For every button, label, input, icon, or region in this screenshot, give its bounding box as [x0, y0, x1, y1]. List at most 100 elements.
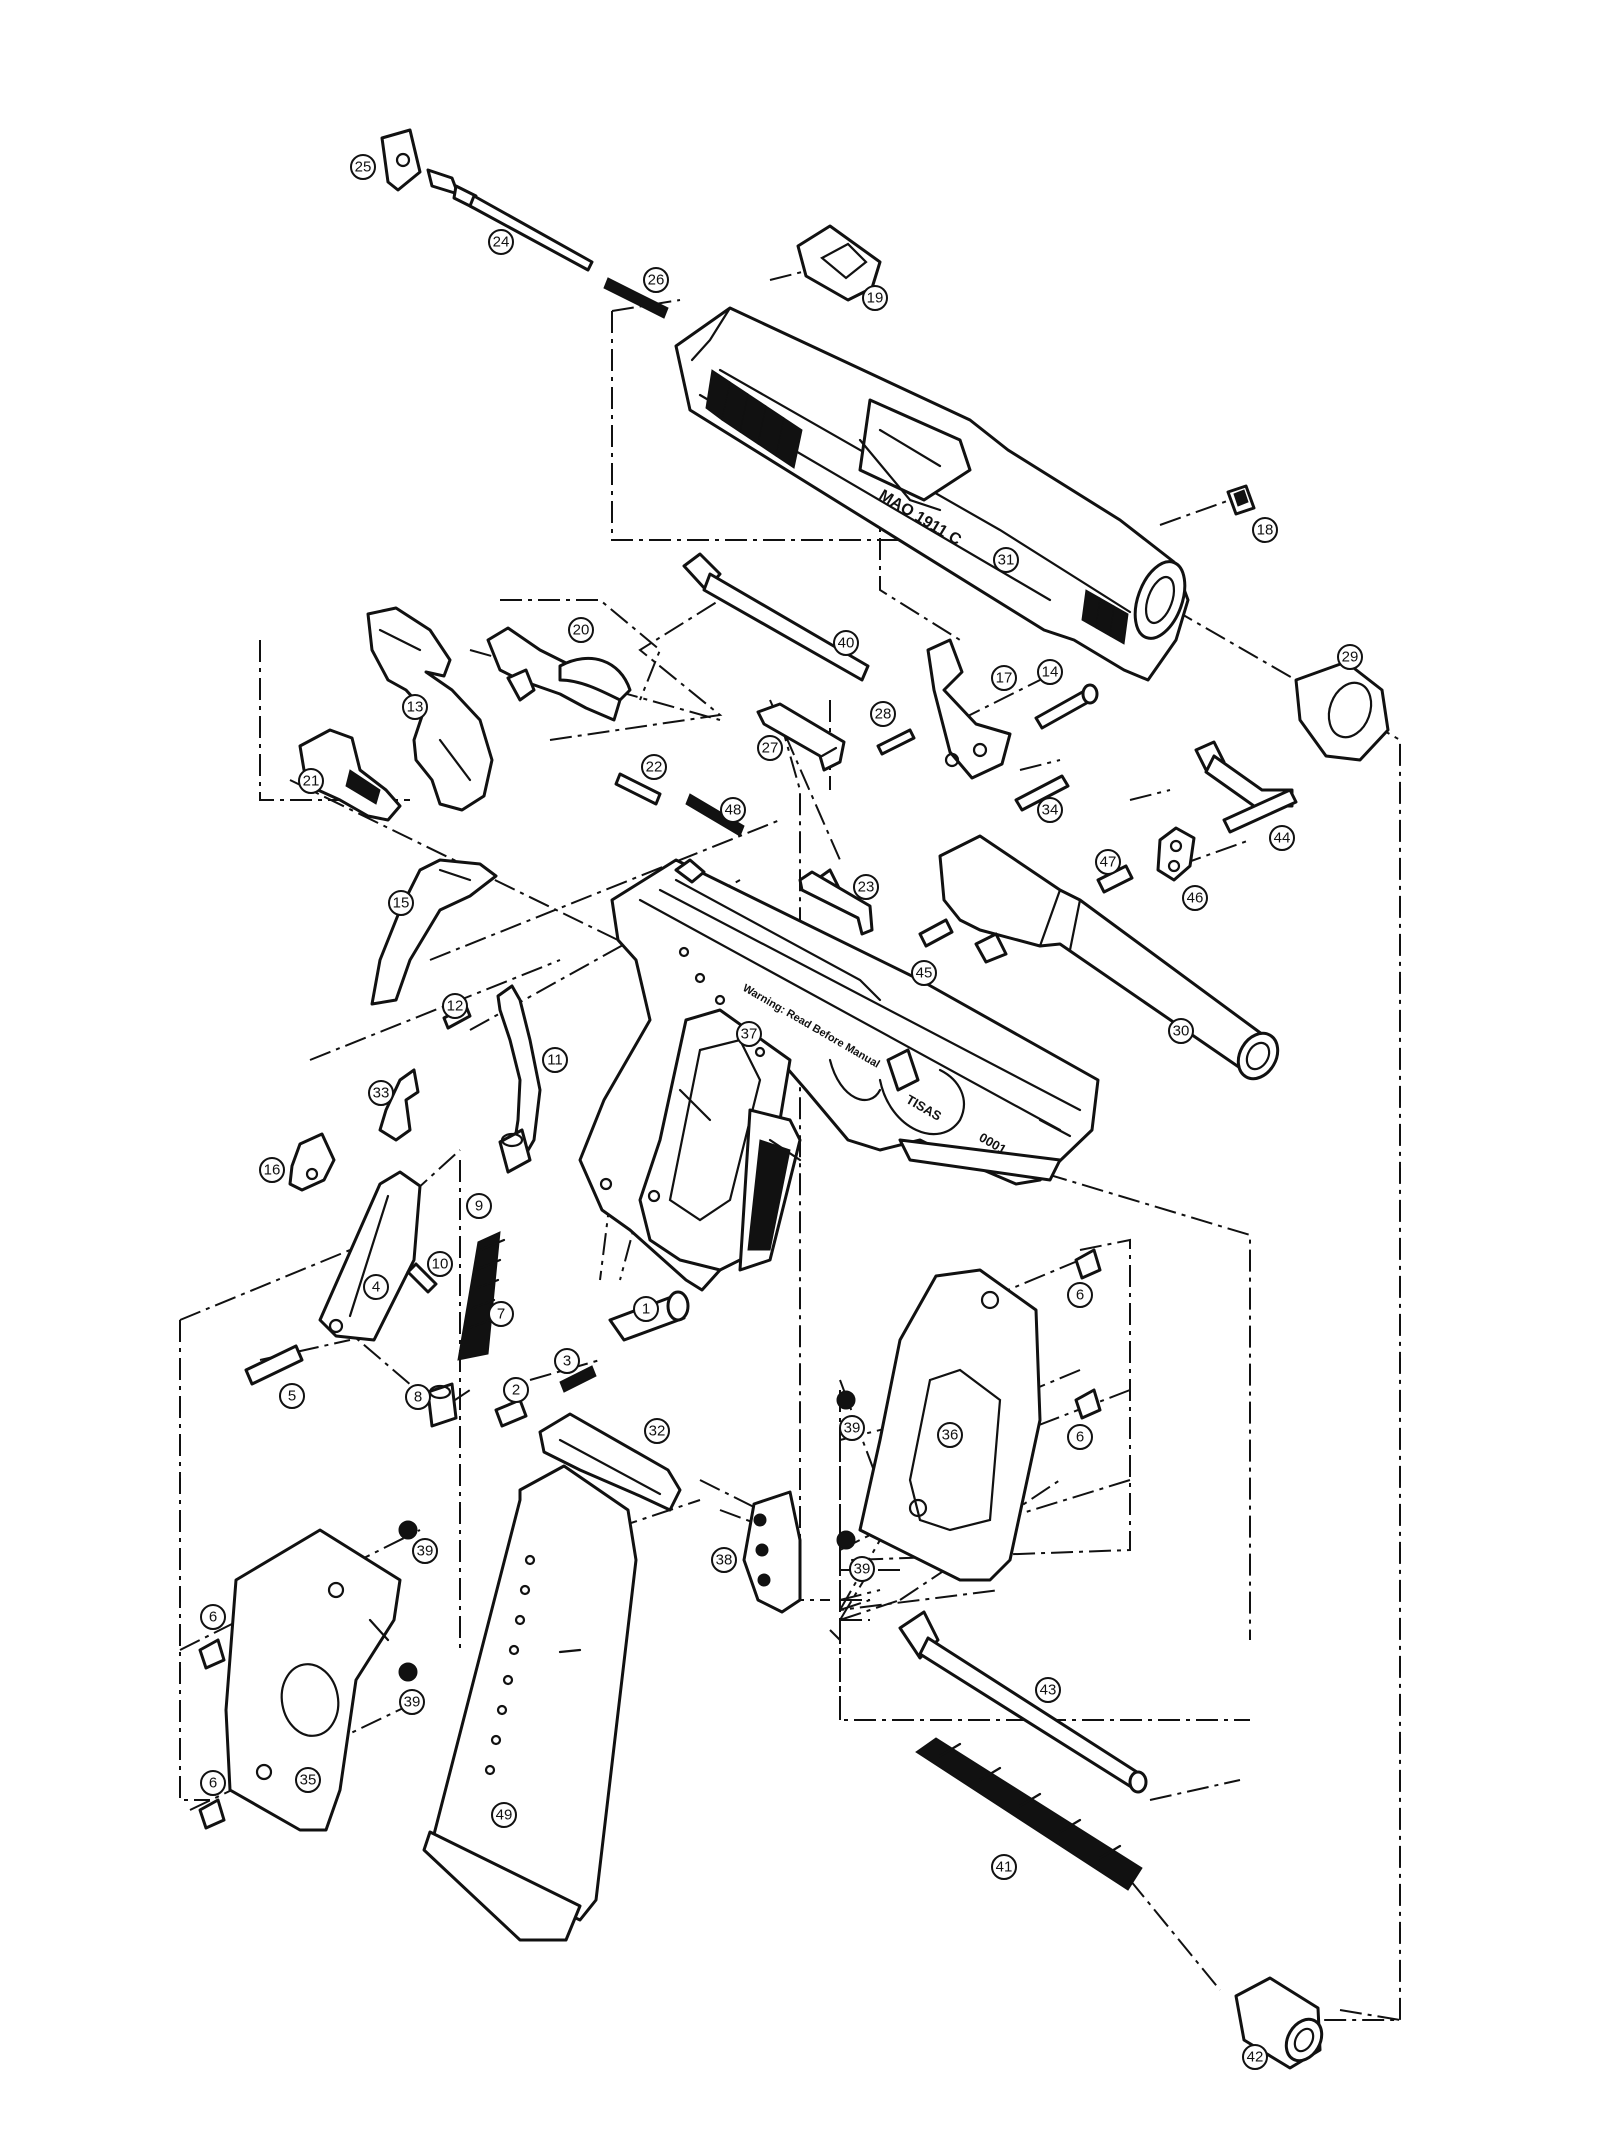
svg-text:17: 17	[996, 670, 1013, 687]
svg-text:29: 29	[1342, 649, 1359, 666]
svg-text:37: 37	[741, 1026, 758, 1043]
part-8-mainspring-cap	[426, 1382, 458, 1428]
callout-23: 23	[853, 874, 879, 900]
callout-26: 26	[643, 267, 669, 293]
callout-45: 45	[911, 960, 937, 986]
part-15-sear-spring	[370, 858, 498, 1006]
callout-6a: 6	[200, 1604, 226, 1630]
svg-text:39: 39	[854, 1561, 871, 1578]
callout-35: 35	[295, 1767, 321, 1793]
part-10-pin	[406, 1262, 438, 1294]
svg-text:24: 24	[493, 234, 510, 251]
part-44-link-pin	[1194, 740, 1298, 834]
part-14-pin	[1034, 683, 1099, 730]
part-24-firing-pin	[426, 168, 594, 272]
callout-44: 44	[1269, 825, 1295, 851]
svg-text:35: 35	[300, 1772, 317, 1789]
svg-text:15: 15	[393, 895, 410, 912]
part-31-slide: MAO 1911 C	[674, 306, 1190, 682]
svg-text:20: 20	[573, 622, 590, 639]
slide-rear-serrations	[705, 369, 803, 469]
svg-text:2: 2	[512, 1382, 520, 1399]
part-26-firing-pin-spring	[603, 277, 669, 319]
part-29-barrel-bushing	[1294, 660, 1390, 762]
callout-5: 5	[279, 1383, 305, 1409]
callout-28: 28	[870, 701, 896, 727]
callout-40: 40	[833, 630, 859, 656]
callout-39d: 39	[849, 1556, 875, 1582]
svg-text:39: 39	[844, 1420, 861, 1437]
callout-6d: 6	[1067, 1424, 1093, 1450]
svg-text:5: 5	[288, 1388, 296, 1405]
part-40-extractor	[682, 552, 870, 682]
svg-text:41: 41	[996, 1859, 1013, 1876]
callout-47: 47	[1095, 849, 1121, 875]
callout-42: 42	[1242, 2044, 1268, 2070]
part-20-disconnector-sear	[486, 626, 632, 722]
callouts: 1 2 3 4 5 6 6 6 6 7 8 9 10 11 12 13 14 1…	[200, 154, 1363, 2070]
svg-text:40: 40	[838, 635, 855, 652]
callout-21: 21	[298, 768, 324, 794]
callout-16: 16	[259, 1157, 285, 1183]
svg-text:18: 18	[1257, 522, 1274, 539]
callout-48: 48	[720, 797, 746, 823]
svg-text:19: 19	[867, 290, 884, 307]
callout-12: 12	[442, 993, 468, 1019]
svg-text:28: 28	[875, 706, 892, 723]
callout-4: 4	[363, 1274, 389, 1300]
part-33-safety-plunger	[378, 1068, 420, 1142]
part-46-barrel-link	[1156, 826, 1196, 882]
svg-text:6: 6	[209, 1775, 217, 1792]
callout-33: 33	[368, 1080, 394, 1106]
part-35-left-grip-panel	[224, 1528, 402, 1832]
part-23-ejector	[798, 870, 874, 936]
part-18-front-sight	[1226, 484, 1256, 516]
callout-34: 34	[1037, 797, 1063, 823]
callout-39c: 39	[839, 1415, 865, 1441]
callout-32: 32	[644, 1418, 670, 1444]
svg-text:21: 21	[303, 773, 320, 790]
part-frame: Warning: Read Before Manual TISAS 0001	[578, 858, 1100, 1292]
callout-6b: 6	[200, 1770, 226, 1796]
frame-mainspring-housing	[738, 1108, 802, 1272]
svg-text:39: 39	[404, 1694, 421, 1711]
part-6-grip-screws	[198, 1248, 1102, 1830]
part-45-pin	[918, 918, 954, 948]
svg-text:25: 25	[355, 159, 372, 176]
part-27-plunger-tube	[756, 702, 846, 772]
part-41-recoil-spring	[915, 1737, 1143, 1891]
callout-2: 2	[503, 1377, 529, 1403]
callout-3: 3	[554, 1348, 580, 1374]
svg-text:26: 26	[648, 272, 665, 289]
callout-41: 41	[991, 1854, 1017, 1880]
svg-text:10: 10	[432, 1256, 449, 1273]
svg-text:7: 7	[497, 1306, 505, 1323]
callout-39b: 39	[399, 1689, 425, 1715]
callout-37: 37	[736, 1021, 762, 1047]
callout-7: 7	[488, 1301, 514, 1327]
svg-text:6: 6	[1076, 1429, 1084, 1446]
svg-text:49: 49	[496, 1807, 513, 1824]
part-25-rear-sight-plate	[380, 128, 422, 192]
callout-19: 19	[862, 285, 888, 311]
part-34-pin	[1014, 774, 1070, 812]
callout-43: 43	[1035, 1677, 1061, 1703]
svg-text:3: 3	[563, 1353, 571, 1370]
callout-39a: 39	[412, 1538, 438, 1564]
part-32-magazine-follower	[538, 1412, 682, 1512]
callout-8: 8	[405, 1384, 431, 1410]
part-4-trigger	[318, 1170, 422, 1342]
svg-text:46: 46	[1187, 890, 1204, 907]
part-17-slide-stop	[926, 638, 1012, 780]
svg-text:4: 4	[372, 1279, 380, 1296]
callout-10: 10	[427, 1251, 453, 1277]
callout-11: 11	[542, 1047, 568, 1073]
part-7-mainspring	[457, 1231, 506, 1361]
part-49-magazine	[422, 1464, 638, 1942]
callout-13: 13	[402, 694, 428, 720]
part-9-spring-cap	[498, 1128, 532, 1174]
svg-text:47: 47	[1100, 854, 1117, 871]
part-28-pin	[876, 728, 916, 756]
part-5-pin	[244, 1344, 304, 1386]
svg-text:14: 14	[1042, 664, 1059, 681]
